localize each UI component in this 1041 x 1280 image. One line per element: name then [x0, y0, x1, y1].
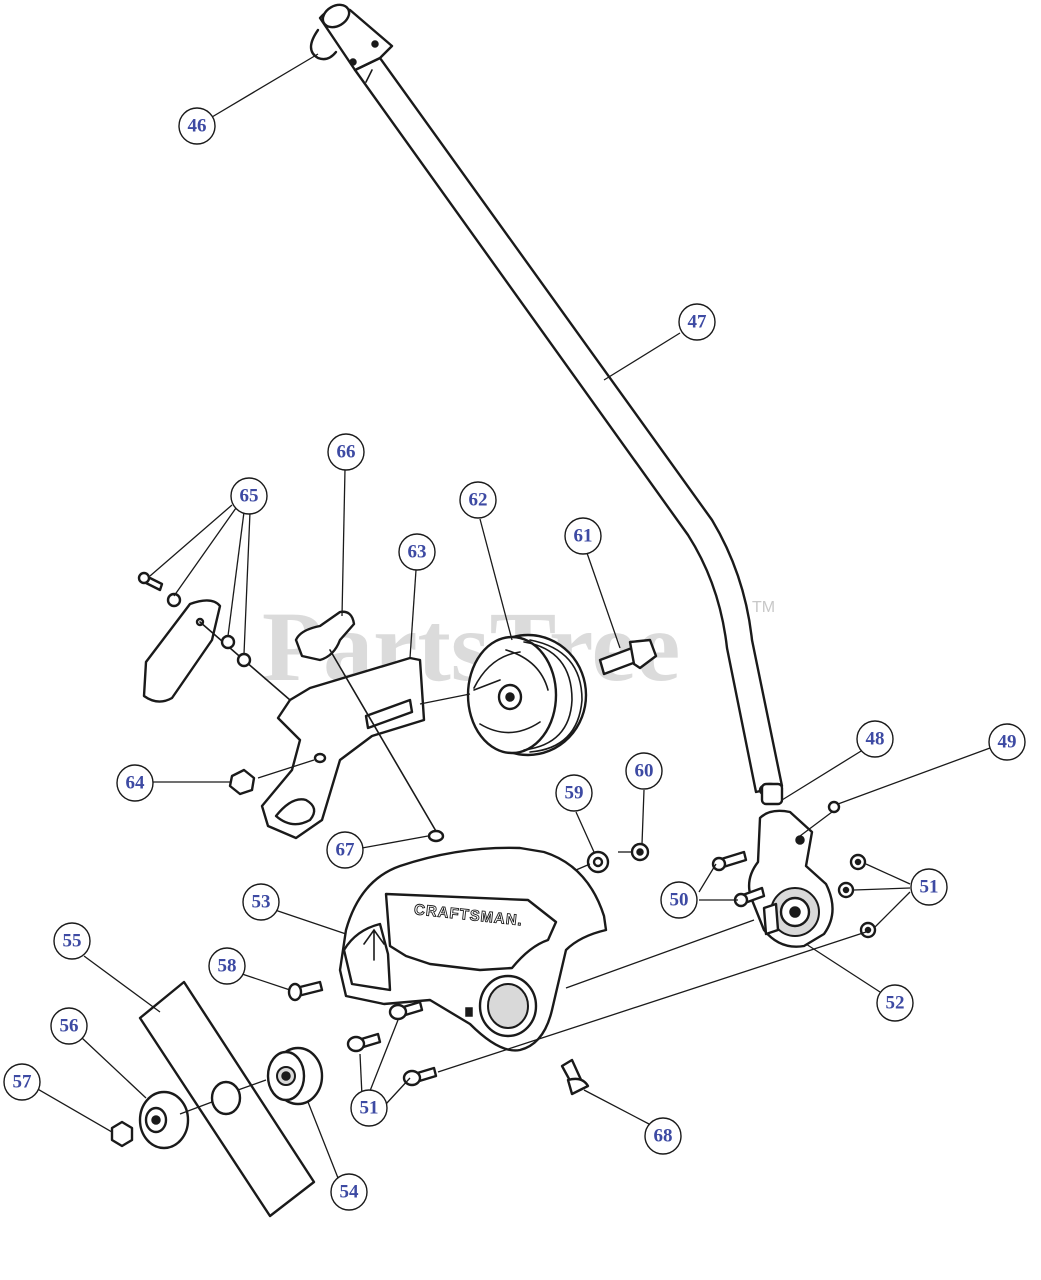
- callout-62[interactable]: 62: [459, 481, 497, 519]
- part-46-handle-ring[interactable]: [309, 0, 394, 72]
- part-51-guard-bolts[interactable]: [346, 1000, 438, 1087]
- part-49-screw[interactable]: [827, 800, 841, 814]
- svg-text:49: 49: [998, 732, 1017, 753]
- part-52-gearbox[interactable]: [747, 782, 834, 948]
- callout-63[interactable]: 63: [398, 533, 436, 571]
- part-48-shaft-end: [760, 782, 784, 806]
- svg-text:54: 54: [340, 1182, 360, 1203]
- callout-68[interactable]: 68: [644, 1117, 682, 1155]
- assembly-lines: [179, 693, 867, 1115]
- svg-text:53: 53: [252, 892, 271, 913]
- part-61-wheel-bolt[interactable]: [598, 638, 658, 676]
- part-68-bolt[interactable]: [560, 1058, 590, 1096]
- svg-text:59: 59: [565, 783, 584, 804]
- part-55-blade[interactable]: [138, 980, 316, 1218]
- svg-text:55: 55: [63, 931, 82, 952]
- part-66-knob[interactable]: [294, 610, 441, 839]
- svg-text:64: 64: [126, 773, 146, 794]
- callout-59[interactable]: 59: [555, 774, 593, 812]
- part-62-wheel[interactable]: [466, 633, 588, 757]
- callout-50[interactable]: 50: [660, 881, 698, 919]
- part-58-screw[interactable]: [287, 980, 324, 1002]
- svg-text:56: 56: [60, 1016, 79, 1037]
- callout-48[interactable]: 48: [856, 720, 894, 758]
- svg-text:67: 67: [336, 840, 356, 861]
- callout-58[interactable]: 58: [208, 947, 246, 985]
- callout-47[interactable]: 47: [678, 303, 716, 341]
- callout-49[interactable]: 49: [988, 723, 1026, 761]
- callout-56[interactable]: 56: [50, 1007, 88, 1045]
- callout-67[interactable]: 67: [326, 831, 364, 869]
- svg-text:51: 51: [920, 877, 939, 898]
- callout-51-guard[interactable]: 51: [350, 1089, 388, 1127]
- callout-46[interactable]: 46: [178, 107, 216, 145]
- svg-text:57: 57: [13, 1072, 33, 1093]
- svg-text:63: 63: [408, 542, 427, 563]
- callouts: 46 47 48 49 50 51 51 52 53 54 55 56 57 5…: [3, 107, 1026, 1211]
- callout-52[interactable]: 52: [876, 984, 914, 1022]
- svg-text:48: 48: [866, 729, 885, 750]
- svg-text:61: 61: [574, 526, 593, 547]
- part-63-wheel-bracket[interactable]: [260, 656, 426, 840]
- callout-57[interactable]: 57: [3, 1063, 41, 1101]
- callout-55[interactable]: 55: [53, 922, 91, 960]
- callout-54[interactable]: 54: [330, 1173, 368, 1211]
- part-64-nut[interactable]: [228, 768, 256, 796]
- callout-65[interactable]: 65: [230, 477, 268, 515]
- part-57-nut[interactable]: [110, 1120, 134, 1148]
- part-51-nuts-gearbox[interactable]: [837, 853, 877, 939]
- svg-text:50: 50: [670, 890, 689, 911]
- svg-text:46: 46: [188, 116, 207, 137]
- svg-text:62: 62: [469, 490, 488, 511]
- callout-60[interactable]: 60: [625, 752, 663, 790]
- part-56-washer[interactable]: [138, 1090, 190, 1150]
- callout-61[interactable]: 61: [564, 517, 602, 555]
- svg-text:52: 52: [886, 993, 905, 1014]
- svg-text:51: 51: [360, 1098, 379, 1119]
- part-60-nut[interactable]: [630, 842, 650, 862]
- callout-53[interactable]: 53: [242, 883, 280, 921]
- part-54-spacer[interactable]: [266, 1046, 324, 1106]
- watermark-trademark: TM: [752, 599, 775, 616]
- svg-text:58: 58: [218, 956, 237, 977]
- svg-text:66: 66: [337, 442, 356, 463]
- part-59-washer[interactable]: [586, 850, 610, 874]
- leader-lines: [35, 53, 991, 1179]
- svg-text:65: 65: [240, 486, 259, 507]
- part-67-washer[interactable]: [427, 829, 445, 843]
- svg-text:47: 47: [688, 312, 708, 333]
- callout-51-gearbox[interactable]: 51: [910, 868, 948, 906]
- callout-66[interactable]: 66: [327, 433, 365, 471]
- svg-text:60: 60: [635, 761, 654, 782]
- callout-64[interactable]: 64: [116, 764, 154, 802]
- svg-text:68: 68: [654, 1126, 673, 1147]
- part-53-blade-guard[interactable]: CRAFTSMAN.: [338, 846, 608, 1052]
